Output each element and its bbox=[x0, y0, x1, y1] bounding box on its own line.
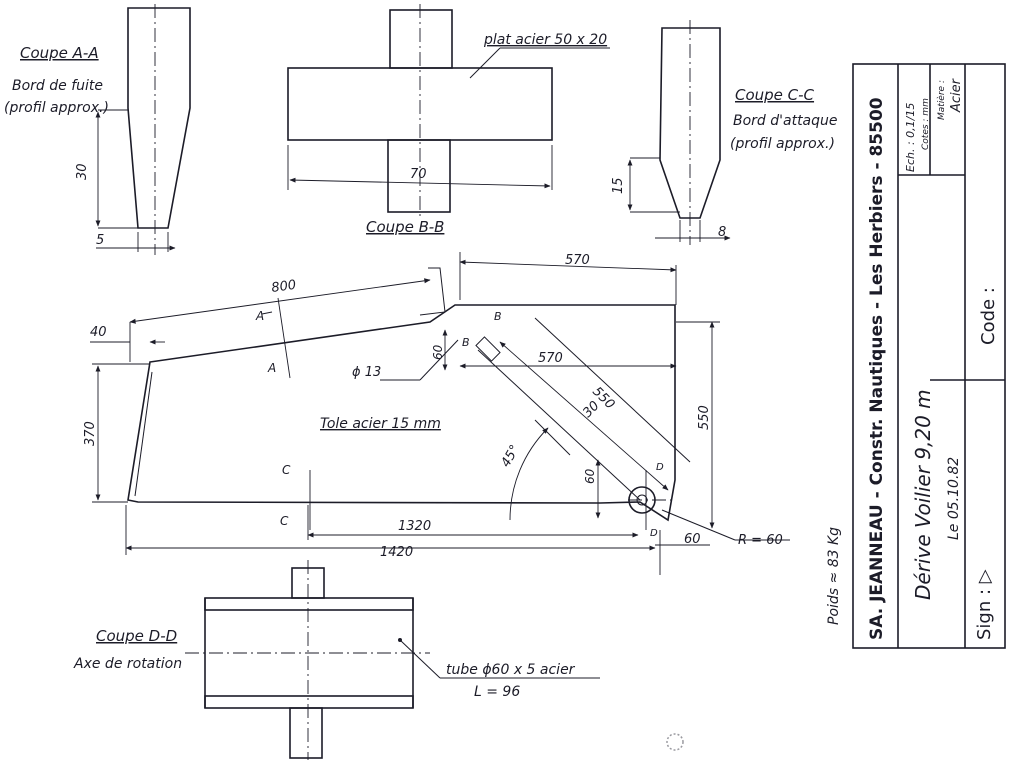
mark-d-top: D bbox=[656, 462, 664, 473]
section-dd-subtitle: Axe de rotation bbox=[73, 656, 182, 672]
section-cc-desc1: Bord d'attaque bbox=[733, 113, 838, 129]
dim-45-deg: 45° bbox=[498, 443, 523, 470]
section-aa-title: Coupe A-A bbox=[20, 44, 99, 62]
dim-40: 40 bbox=[90, 325, 107, 340]
dim-1320: 1320 bbox=[398, 519, 431, 534]
material-field-label: Matière : bbox=[936, 80, 947, 120]
dim-60-mid: 60 bbox=[431, 344, 445, 360]
company-name: SA. JEANNEAU - Constr. Nautiques - Les H… bbox=[867, 97, 887, 640]
section-bb-lower-web bbox=[387, 139, 451, 213]
dim-800: 800 bbox=[270, 278, 297, 296]
mark-c-top: C bbox=[282, 463, 291, 477]
weight-label: Poids ≈ 83 Kg bbox=[826, 527, 842, 625]
centreboard-outline bbox=[127, 304, 676, 522]
centreboard-inner-edge bbox=[134, 371, 153, 497]
punch-mark bbox=[666, 733, 684, 751]
dim-570-top: 570 bbox=[565, 253, 590, 268]
date-label: Le 05.10.82 bbox=[946, 457, 962, 540]
section-aa-dim-height: 30 bbox=[75, 163, 90, 180]
section-dd-tube-wall-bottom bbox=[204, 695, 414, 709]
section-cc-desc2: (profil approx.) bbox=[730, 136, 835, 152]
section-bb-upper-web bbox=[389, 9, 453, 69]
section-aa-dim-width: 5 bbox=[96, 233, 104, 248]
section-bb-title: Coupe B-B bbox=[366, 218, 444, 236]
scale-label: Ech. : 0,1/15 bbox=[904, 103, 917, 172]
drawing-title: Dérive Voilier 9,20 m bbox=[911, 389, 935, 600]
section-dd-tube-label: tube ϕ60 x 5 acier bbox=[446, 662, 576, 678]
mark-b-bottom: B bbox=[462, 336, 470, 349]
dim-r60: R = 60 bbox=[738, 533, 783, 548]
section-cc-dim-width: 8 bbox=[718, 225, 726, 240]
units-label: Cotes : mm bbox=[921, 98, 931, 150]
centreboard-top-notch bbox=[419, 267, 446, 316]
dim-60-right: 60 bbox=[684, 532, 701, 547]
material-field-value: Acier bbox=[949, 77, 964, 113]
section-aa-desc1: Bord de fuite bbox=[12, 78, 103, 94]
mark-a-top: A bbox=[255, 309, 264, 323]
main-view: 800 570 40 60 ϕ 13 570 550 30 370 550 bbox=[83, 252, 842, 625]
section-aa: Coupe A-A Bord de fuite (profil approx.)… bbox=[4, 4, 191, 255]
material-label: Tole acier 15 mm bbox=[320, 416, 441, 432]
dim-570-mid: 570 bbox=[538, 351, 563, 366]
mark-a-bottom: A bbox=[267, 361, 276, 375]
dim-1420: 1420 bbox=[380, 545, 413, 560]
mark-c-bottom: C bbox=[280, 514, 289, 528]
code-label: Code : bbox=[978, 287, 999, 345]
section-dd-tube-wall-top bbox=[204, 597, 414, 611]
section-dd-length-label: L = 96 bbox=[474, 684, 520, 700]
section-aa-desc2: (profil approx.) bbox=[4, 100, 109, 116]
sign-label: Sign : ▷ bbox=[974, 569, 995, 640]
section-dd-lower-plate bbox=[289, 707, 323, 759]
mark-d-bottom: D bbox=[650, 528, 658, 539]
section-bb-dim-width: 70 bbox=[410, 167, 427, 182]
dim-370: 370 bbox=[83, 421, 98, 446]
section-dd: Coupe D-D Axe de rotation tube ϕ60 x 5 a… bbox=[73, 560, 600, 760]
section-cc-profile bbox=[659, 27, 721, 219]
section-aa-profile bbox=[127, 7, 191, 229]
section-cc: Coupe C-C Bord d'attaque (profil approx.… bbox=[611, 20, 838, 245]
dim-550-right: 550 bbox=[697, 405, 712, 430]
section-bb: plat acier 50 x 20 70 Coupe B-B bbox=[287, 4, 610, 236]
mark-b-top: B bbox=[494, 310, 502, 323]
title-block: SA. JEANNEAU - Constr. Nautiques - Les H… bbox=[852, 63, 1006, 649]
section-cc-title: Coupe C-C bbox=[735, 86, 815, 104]
section-bb-plate-label: plat acier 50 x 20 bbox=[483, 32, 607, 48]
section-cc-dim-height: 15 bbox=[611, 177, 626, 194]
dim-60-low: 60 bbox=[583, 468, 597, 484]
section-dd-title: Coupe D-D bbox=[96, 627, 177, 645]
dim-phi13: ϕ 13 bbox=[352, 365, 381, 380]
